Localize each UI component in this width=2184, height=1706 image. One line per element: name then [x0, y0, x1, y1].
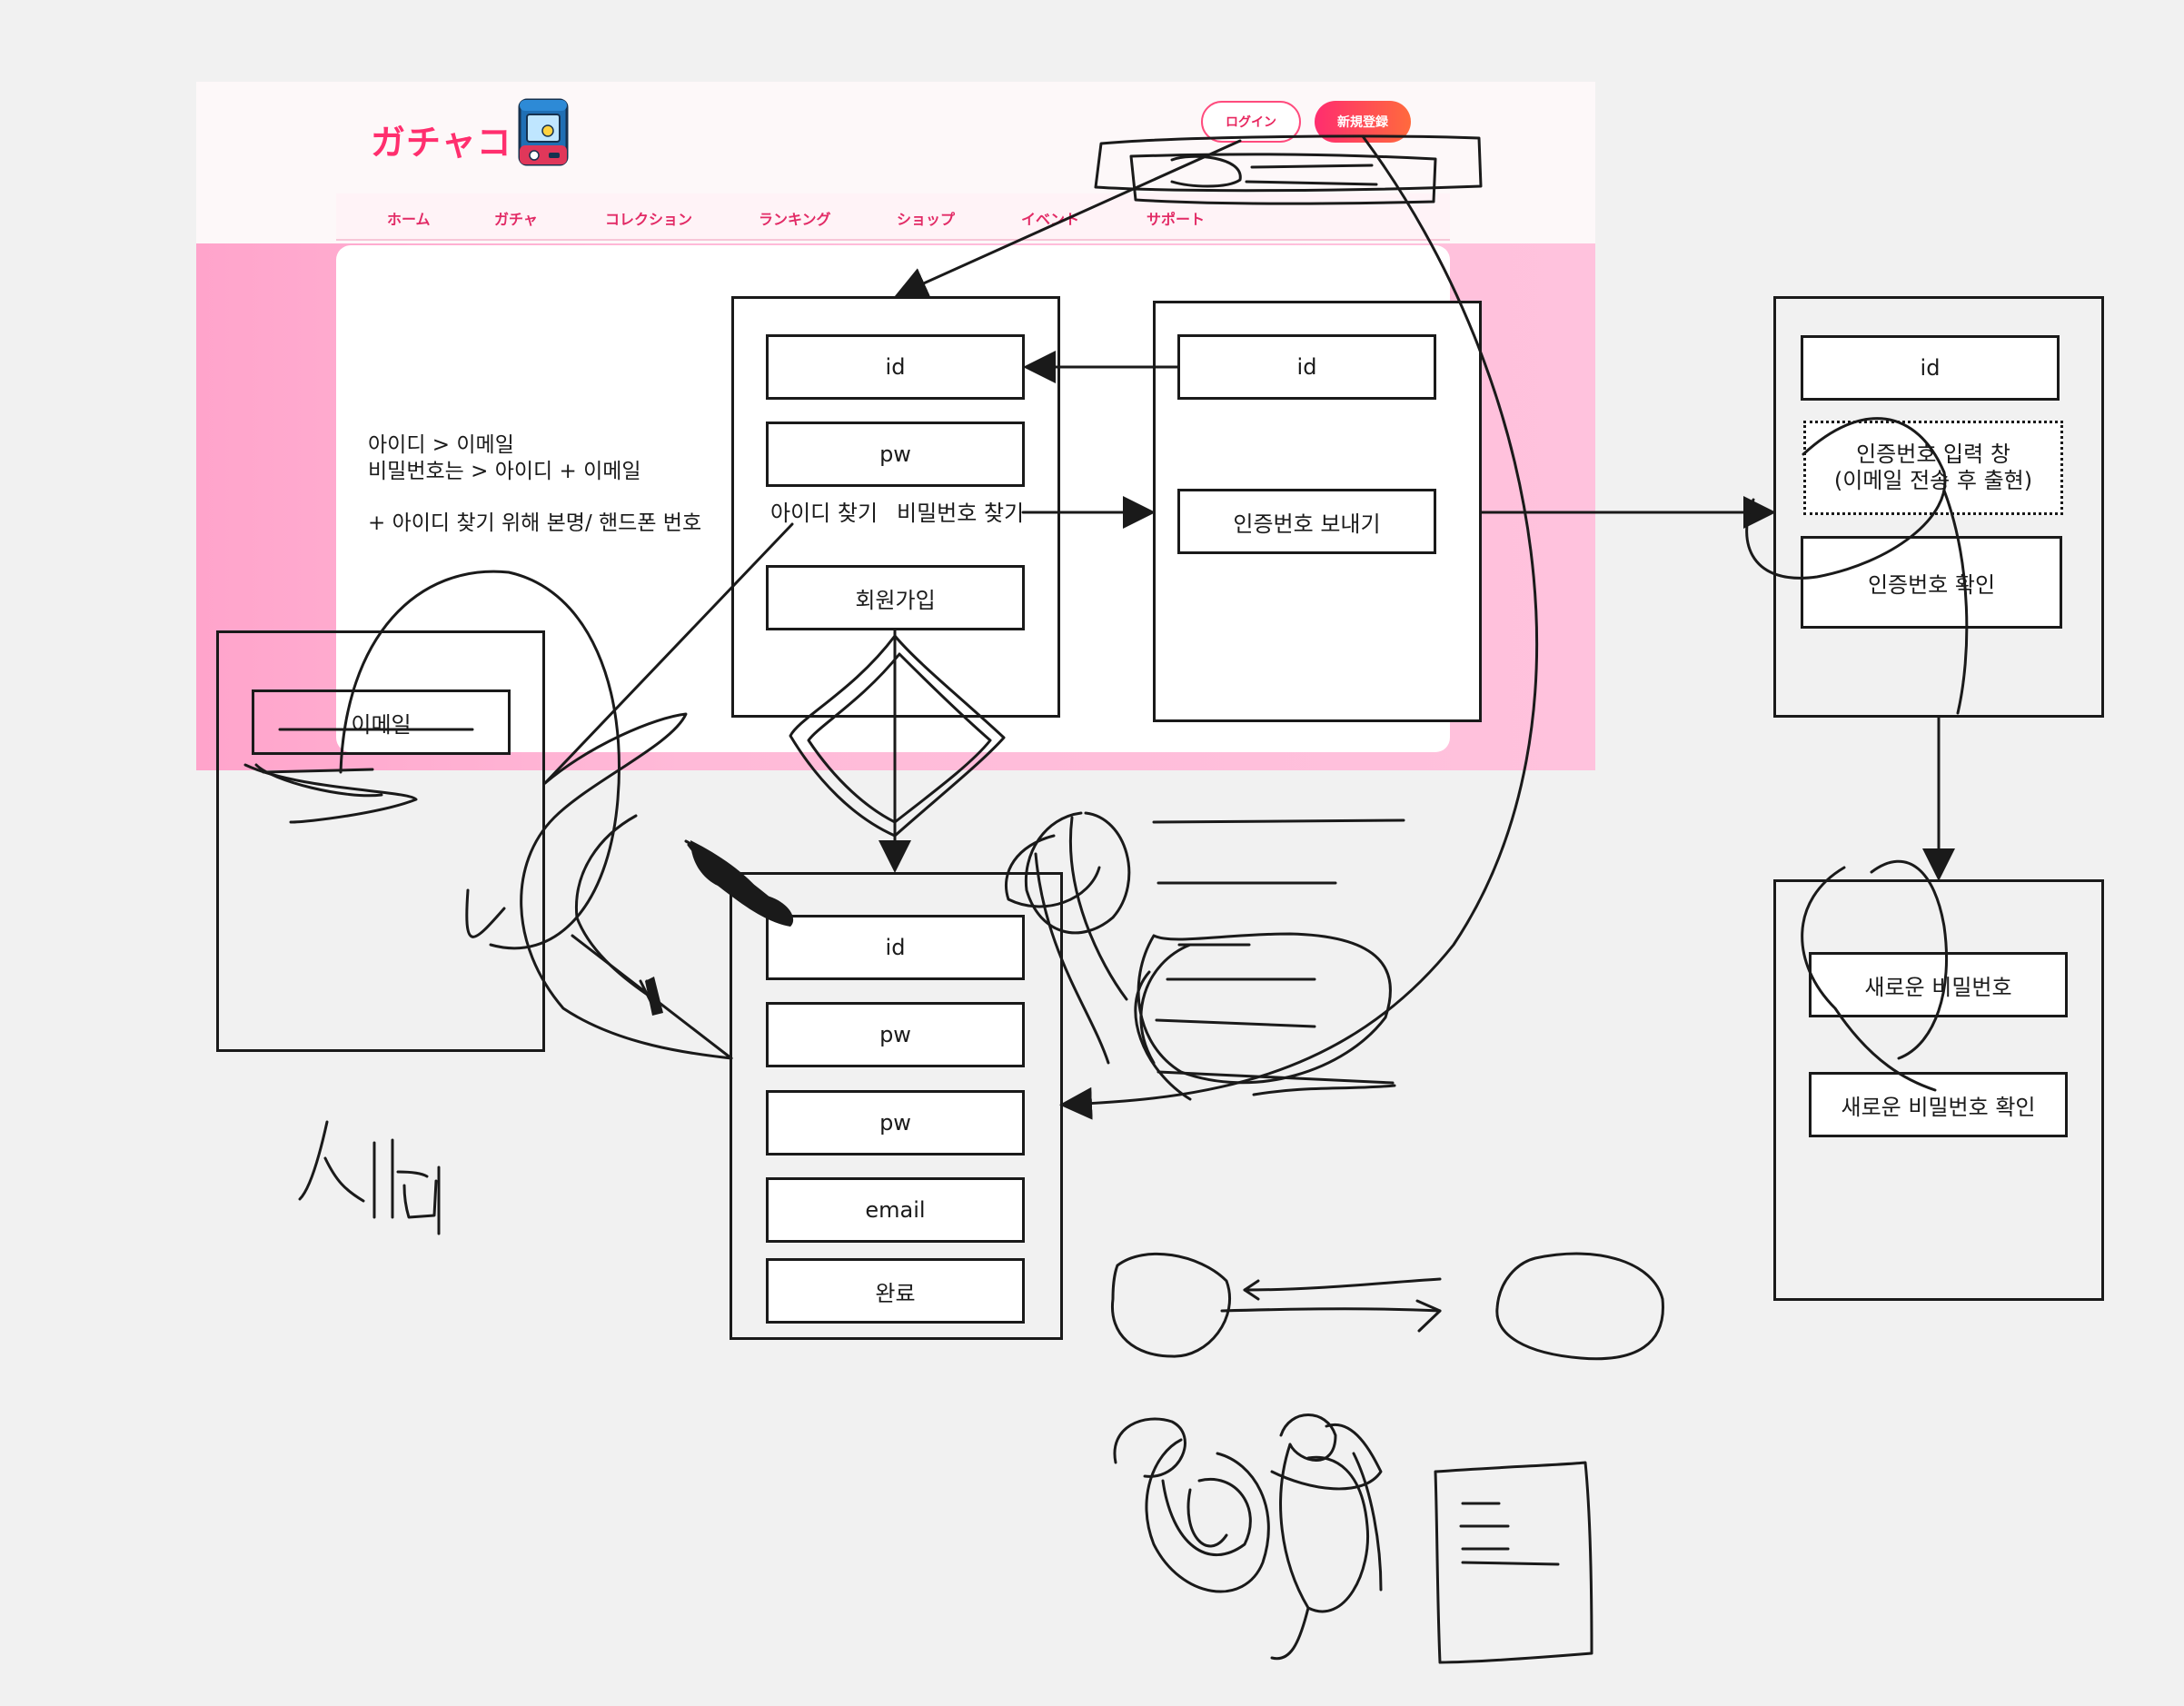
scribble-diamond — [789, 634, 1006, 838]
nav-item-ranking[interactable]: ランキング — [759, 211, 831, 228]
scribble-header-1 — [1094, 134, 1483, 193]
scribble-tangle — [1145, 1438, 1270, 1593]
scribble-header-2 — [1129, 153, 1437, 205]
scribble-ink-blot — [690, 840, 794, 927]
scribble-cluster — [1024, 811, 1131, 935]
scribble-header-3 — [1170, 154, 1242, 188]
signup-email-field[interactable]: email — [766, 1177, 1025, 1243]
nav-item-gacha[interactable]: ガチャ — [494, 211, 538, 228]
find-pw-link[interactable]: 비밀번호 찾기 — [897, 501, 1025, 526]
nav-item-shop[interactable]: ショップ — [897, 211, 956, 228]
nav-item-home[interactable]: ホーム — [387, 211, 431, 228]
signup-pw-confirm-field[interactable]: pw — [766, 1090, 1025, 1156]
login-button[interactable]: ログイン — [1201, 101, 1301, 143]
new-pw-field[interactable]: 새로운 비밀번호 — [1809, 952, 2068, 1017]
gacha-machine-icon — [518, 98, 569, 166]
scribble-oval-left — [1110, 1252, 1232, 1358]
site-logo-text[interactable]: ガチャコ — [371, 123, 512, 163]
scribble-oval-right — [1495, 1252, 1664, 1361]
login-pw-field[interactable]: pw — [766, 422, 1025, 487]
scribble-code-loop — [1745, 417, 1947, 580]
send-code-button[interactable]: 인증번호 보내기 — [1177, 489, 1436, 554]
scribble-notepad — [1434, 1461, 1593, 1664]
email-field[interactable]: 이메일 — [252, 689, 511, 755]
confirm-code-button[interactable]: 인증번호 확인 — [1801, 536, 2062, 629]
note-line-1: 아이디 > 이메일 — [368, 433, 514, 457]
note-line-3: + 아이디 찾기 위해 본명/ 핸드폰 번호 — [368, 511, 702, 535]
signup-link-field[interactable]: 회원가입 — [766, 565, 1025, 630]
code-input-line-2: (이메일 전송 후 출현) — [1833, 468, 2033, 493]
scribble-handwriting — [298, 1120, 441, 1235]
note-line-2: 비밀번호는 > 아이디 + 이메일 — [368, 460, 641, 483]
find-id-link[interactable]: 아이디 찾기 — [770, 501, 879, 526]
login-id-field[interactable]: id — [766, 334, 1025, 400]
arrow-curve-back — [1059, 134, 1538, 1120]
confirm-new-pw-field[interactable]: 새로운 비밀번호 확인 — [1809, 1072, 2068, 1137]
site-nav-bar — [336, 193, 1450, 241]
nav-item-support[interactable]: サポート — [1147, 211, 1206, 228]
signup-done-button[interactable]: 완료 — [766, 1258, 1025, 1324]
signup-id-field[interactable]: id — [766, 915, 1025, 980]
arrow-signup-to-login — [894, 139, 1242, 299]
signup-pw-field[interactable]: pw — [766, 1002, 1025, 1067]
code-id-field[interactable]: id — [1801, 335, 2060, 401]
nav-item-event[interactable]: イベント — [1021, 211, 1080, 228]
line-findid-to-email — [543, 522, 794, 785]
scribble-loop-left — [339, 570, 620, 950]
nav-item-collection[interactable]: コレクション — [605, 211, 693, 228]
